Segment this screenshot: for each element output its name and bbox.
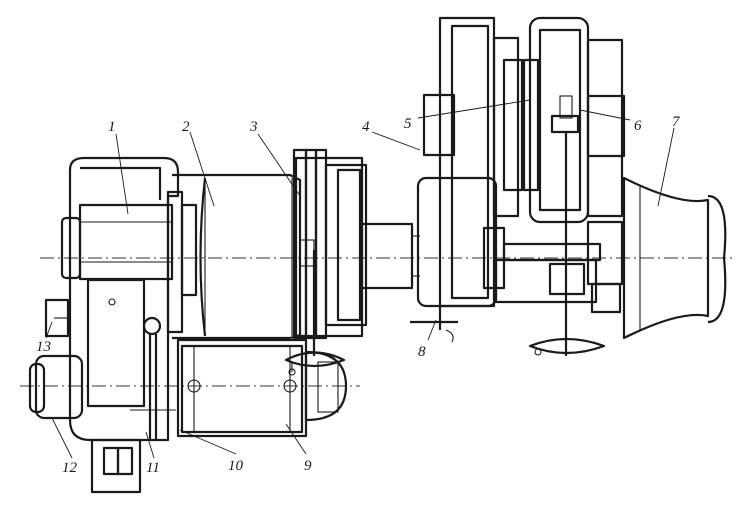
part-number-labels: 1 2 3 4 5 6 7 8 9 10 11 12 13: [36, 114, 681, 476]
label-13: 13: [36, 339, 51, 355]
label-7: 7: [672, 114, 681, 130]
label-11: 11: [146, 460, 160, 476]
gearbox-housing: [60, 156, 180, 442]
brake-lever-8: [410, 306, 458, 343]
label-9: 9: [304, 458, 312, 474]
brake-unit: [284, 148, 368, 376]
label-3: 3: [249, 119, 258, 135]
lower-motor: [176, 338, 348, 438]
callout-leaders: [45, 99, 675, 459]
warping-head: [622, 176, 727, 340]
electric-motor: [172, 173, 302, 340]
cable-drum-right: [522, 16, 626, 356]
label-4: 4: [362, 119, 370, 135]
switch-box: [90, 438, 142, 494]
connecting-shaft: [360, 222, 420, 290]
drum-shaft-assembly: [482, 220, 624, 356]
coupling-flange: [166, 190, 198, 334]
cable-drum-left: [416, 16, 524, 308]
handwheel-motor-left: [28, 298, 84, 420]
label-8: 8: [418, 344, 426, 360]
label-6: 6: [634, 118, 642, 134]
label-5: 5: [404, 116, 412, 132]
label-1: 1: [108, 119, 116, 135]
label-10: 10: [228, 458, 244, 474]
label-2: 2: [182, 119, 190, 135]
label-12: 12: [62, 460, 78, 476]
